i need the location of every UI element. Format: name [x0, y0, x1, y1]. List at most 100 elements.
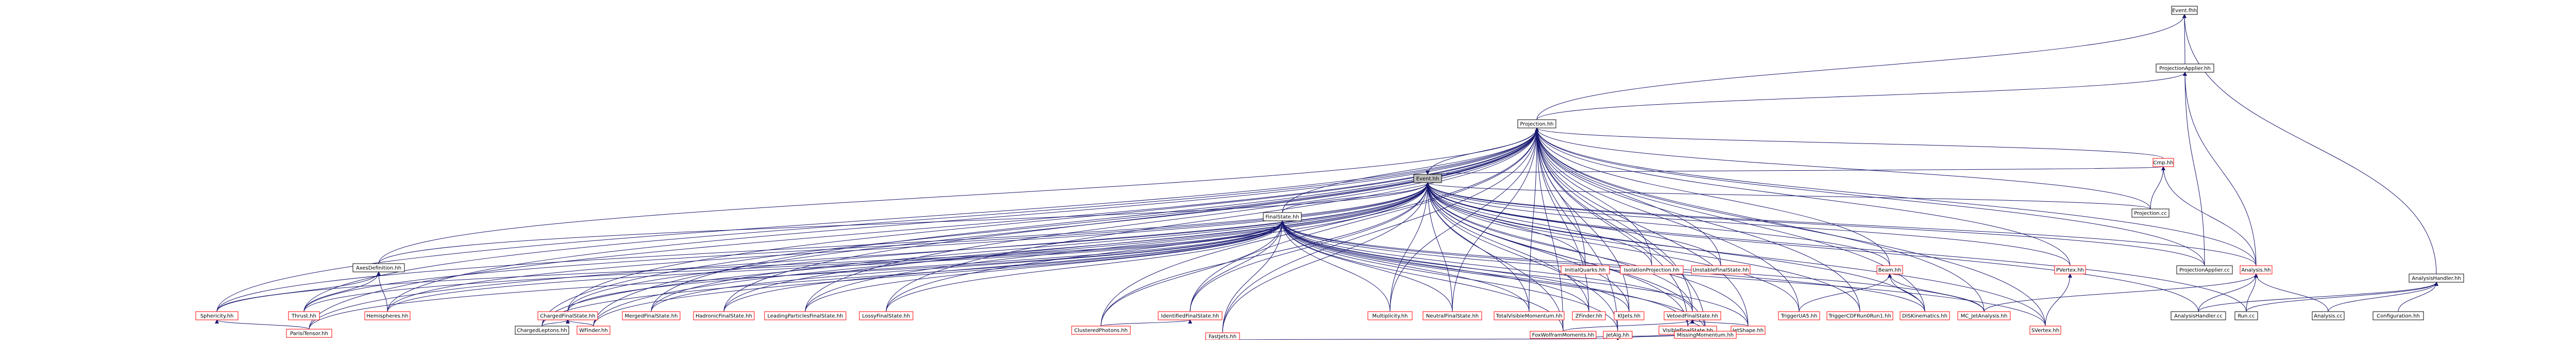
- node-initialquarks-hh[interactable]: InitialQuarks.hh: [1561, 265, 1610, 274]
- node-mc-jetanalysis-hh[interactable]: MC_JetAnalysis.hh: [1957, 311, 2011, 320]
- edge-event-fhh-to-projection-hh: [1536, 14, 2187, 120]
- edge-projection-hh-to-neutralfinalstate-hh: [1452, 127, 1539, 312]
- node-event-fhh[interactable]: Event.fhh: [2171, 6, 2198, 15]
- node-foxwolframmoments-hh[interactable]: FoxWolframMoments.hh: [1530, 331, 1597, 339]
- node-analysishandler-hh[interactable]: AnalysisHandler.hh: [2409, 273, 2464, 283]
- node-label: ZFinder.hh: [1575, 314, 1603, 319]
- node-analysis-hh[interactable]: Analysis.hh: [2240, 265, 2273, 274]
- edge-chargedfinalstate-hh-to-wfinder-hh: [566, 319, 594, 327]
- node-box: [1530, 331, 1597, 339]
- edge-projection-hh-to-cmp-hh: [1535, 127, 2164, 159]
- node-event-hh[interactable]: Event.hh: [1413, 174, 1442, 183]
- node-label: HadronicFinalState.hh: [696, 314, 752, 319]
- node-label: Event.hh: [1416, 176, 1439, 182]
- node-mergedfinalstate-hh[interactable]: MergedFinalState.hh: [622, 311, 681, 320]
- edge-event-hh-to-ktjets-hh: [1426, 182, 1630, 312]
- node-cmp-hh[interactable]: Cmp.hh: [2153, 158, 2174, 167]
- node-clusteredphotons-hh[interactable]: ClusteredPhotons.hh: [1071, 326, 1131, 335]
- edge-identifiedfinalstate-hh-to-clusteredphotons-hh: [1100, 319, 1192, 327]
- node-missingmomentum-hh[interactable]: MissingMomentum.hh: [1674, 331, 1737, 339]
- node-vetoedfinalstate-hh[interactable]: VetoedFinalState.hh: [1664, 311, 1721, 320]
- node-box: [2029, 326, 2061, 335]
- node-box: [352, 263, 405, 272]
- node-jetshape-hh[interactable]: JetShape.hh: [1731, 326, 1766, 335]
- edge-axesdefinition-hh-to-sphericity-hh: [216, 271, 381, 312]
- node-isolationprojection-hh[interactable]: IsolationProjection.hh: [1620, 265, 1684, 274]
- node-lossyfinalstate-hh[interactable]: LossyFinalState.hh: [859, 311, 913, 320]
- node-configuration-hh[interactable]: Configuration.hh: [2372, 311, 2424, 320]
- node-jetalg-hh[interactable]: JetAlg.hh: [1603, 331, 1633, 339]
- node-box: [1900, 311, 1950, 320]
- node-box: [1561, 265, 1610, 274]
- edge-projection-hh-to-pvertex-hh: [1535, 127, 2071, 266]
- node-box: [2171, 311, 2226, 320]
- node-ktjets-hh[interactable]: KtJets.hh: [1614, 311, 1645, 320]
- edge-finalstate-hh-to-clusteredphotons-hh: [1100, 220, 1284, 327]
- edge-event-hh-to-zfinder-hh: [1426, 182, 1589, 312]
- edge-projection-hh-to-ktjets-hh: [1535, 127, 1630, 312]
- node-projection-cc[interactable]: Projection.cc: [2131, 208, 2170, 218]
- node-beam-hh[interactable]: Beam.hh: [1876, 265, 1903, 274]
- node-label: MC_JetAnalysis.hh: [1961, 314, 2008, 319]
- edge-beam-hh-to-triggerua5-hh: [1799, 273, 1892, 312]
- node-box: [537, 311, 598, 320]
- edge-finalstate-hh-to-neutralfinalstate-hh: [1280, 220, 1453, 312]
- node-hadronicfinalstate-hh[interactable]: HadronicFinalState.hh: [693, 311, 755, 320]
- edge-jetalg-hh-to-fastjets-hh: [1222, 338, 1618, 340]
- node-box: [1205, 332, 1240, 340]
- node-wfinder-hh[interactable]: WFinder.hh: [577, 326, 611, 335]
- node-label: ProjectionApplier.hh: [2159, 66, 2211, 72]
- node-totalvisiblemomentum-hh[interactable]: TotalVisibleMomentum.hh: [1494, 311, 1565, 320]
- edge-finalstate-hh-to-identifiedfinalstate-hh: [1190, 220, 1284, 312]
- node-projectionapplier-hh[interactable]: ProjectionApplier.hh: [2156, 63, 2214, 73]
- node-box: [764, 311, 846, 320]
- node-analysishandler-cc[interactable]: AnalysisHandler.cc: [2171, 311, 2226, 320]
- edge-projection-hh-to-vetoedfinalstate-hh: [1535, 127, 1693, 312]
- node-box: [2054, 265, 2086, 274]
- node-multiplicity-hh[interactable]: Multiplicity.hh: [1367, 311, 1413, 320]
- edge-event-hh-to-leadingparticlesfinalstate-hh: [805, 182, 1430, 312]
- node-label: IsolationProjection.hh: [1624, 268, 1680, 273]
- edge-axesdefinition-hh-to-thrust-hh: [303, 271, 381, 312]
- edge-event-hh-to-thrust-hh: [303, 182, 1430, 312]
- node-parisitensor-hh[interactable]: ParisiTensor.hh: [286, 329, 332, 338]
- node-chargedleptons-hh[interactable]: ChargedLeptons.hh: [515, 326, 569, 335]
- node-diskinematics-hh[interactable]: DISKinematics.hh: [1900, 311, 1950, 320]
- node-run-cc[interactable]: Run.cc: [2234, 311, 2258, 320]
- node-triggerua5-hh[interactable]: TriggerUA5.hh: [1778, 311, 1820, 320]
- node-triggercdfrun0run1-hh[interactable]: TriggerCDFRun0Run1.hh: [1826, 311, 1893, 320]
- edge-event-hh-to-run-cc: [1426, 182, 2247, 312]
- edge-event-hh-to-svertex-hh: [1426, 182, 2046, 327]
- node-analysis-cc[interactable]: Analysis.cc: [2312, 311, 2345, 320]
- edge-finalstate-hh-to-lossyfinalstate-hh: [886, 220, 1284, 312]
- edge-projection-hh-to-identifiedfinalstate-hh: [1190, 127, 1539, 312]
- node-zfinder-hh[interactable]: ZFinder.hh: [1572, 311, 1606, 320]
- node-projection-hh[interactable]: Projection.hh: [1517, 119, 1556, 128]
- edge-finalstate-hh-to-sphericity-hh: [216, 220, 1284, 312]
- edge-event-hh-to-fastjets-hh: [1222, 182, 1430, 333]
- edge-analysishandler-hh-to-analysis-cc: [2328, 282, 2438, 312]
- edge-event-hh-to-lossyfinalstate-hh: [886, 182, 1430, 312]
- node-unstablefinalstate-hh[interactable]: UnstableFinalState.hh: [1691, 265, 1751, 274]
- edge-finalstate-hh-to-visiblefinalstate-hh: [1280, 220, 1688, 327]
- node-box: [1826, 311, 1893, 320]
- edge-projection-hh-to-parisitensor-hh: [309, 127, 1539, 330]
- node-finalstate-hh[interactable]: FinalState.hh: [1263, 212, 1302, 221]
- node-hemispheres-hh[interactable]: Hemispheres.hh: [364, 311, 411, 320]
- node-box: [1071, 326, 1131, 335]
- node-pvertex-hh[interactable]: PVertex.hh: [2054, 265, 2086, 274]
- node-leadingparticlesfinalstate-hh[interactable]: LeadingParticlesFinalState.hh: [764, 311, 846, 320]
- edge-projection-hh-to-totalvisiblemomentum-hh: [1529, 127, 1539, 312]
- node-svertex-hh[interactable]: SVertex.hh: [2029, 326, 2061, 335]
- node-sphericity-hh[interactable]: Sphericity.hh: [195, 311, 239, 320]
- node-identifiedfinalstate-hh[interactable]: IdentifiedFinalState.hh: [1158, 311, 1223, 320]
- node-fastjets-hh[interactable]: FastJets.hh: [1205, 332, 1240, 340]
- node-chargedfinalstate-hh[interactable]: ChargedFinalState.hh: [537, 311, 598, 320]
- edge-event-hh-to-analysishandler-cc: [1426, 182, 2199, 312]
- edge-projectionapplier-hh-to-projection-hh: [1536, 72, 2187, 120]
- node-thrust-hh[interactable]: Thrust.hh: [288, 311, 320, 320]
- edge-projection-hh-to-beam-hh: [1535, 127, 1890, 266]
- node-projectionapplier-cc[interactable]: ProjectionApplier.cc: [2176, 265, 2233, 274]
- node-axesdefinition-hh[interactable]: AxesDefinition.hh: [352, 263, 405, 272]
- node-neutralfinalstate-hh[interactable]: NeutralFinalState.hh: [1422, 311, 1482, 320]
